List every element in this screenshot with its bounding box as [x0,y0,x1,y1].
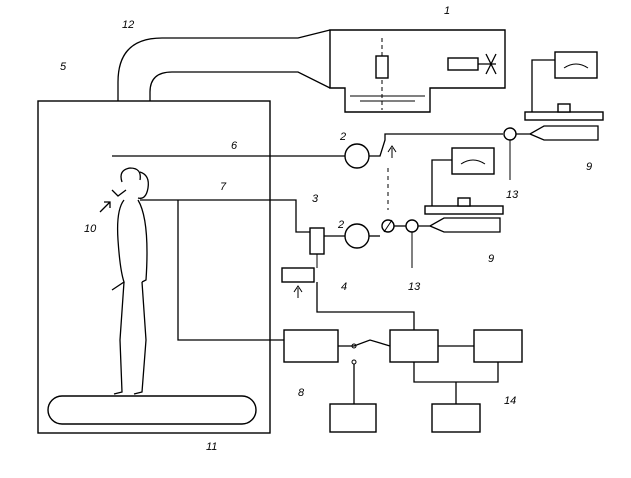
heater-element [375,55,389,79]
label-10: 10 [84,223,97,235]
treadmill [47,395,257,425]
climate-unit [329,29,506,113]
label-2-upper: 2 [339,131,346,143]
label-9-upper: 9 [586,161,592,173]
pump-upper [344,143,370,169]
gauge-line-lower [431,159,452,206]
label-3: 3 [312,193,319,205]
flow-sensor-upper [503,127,517,141]
block-8 [283,329,339,363]
air-duct-outer [117,29,331,101]
switch-contact-1 [351,343,357,349]
bus-line-14 [413,362,499,383]
block-lower-left [329,403,377,433]
block-lower-right [431,403,481,433]
analyzer-knob-upper [557,103,571,113]
label-2-lower: 2 [337,219,344,231]
flow-sensor-lower [405,219,419,233]
helmet [137,171,149,199]
label-13-lower: 13 [408,281,421,293]
head [120,167,141,183]
line-4-to-box [316,282,415,332]
gauge-lower [451,147,495,175]
upper-gas-line [369,133,503,157]
valve-3 [309,227,325,255]
gauge-arc-lower [460,159,486,165]
switch-contact-2 [351,359,357,365]
torso-back [137,199,148,283]
pump-lower [344,223,370,249]
label-7: 7 [220,181,227,193]
gauge-upper [554,51,598,79]
block-right [473,329,523,363]
torso-arm [111,199,125,291]
label-8: 8 [298,387,305,399]
label-1: 1 [444,5,450,17]
gauge-arc-upper [563,63,589,69]
leg-front [113,281,125,395]
signal-line-8 [177,200,284,341]
analyzer-body-lower [418,217,501,233]
arrow-up-icon-lower [293,285,303,298]
label-6: 6 [231,140,238,152]
analyzer-body-upper [516,125,599,141]
label-5: 5 [60,61,67,73]
fan-motor [447,57,479,71]
air-duct-inner [149,71,331,101]
switch-line [338,339,391,347]
analyzer-base-lower [424,205,504,215]
label-12: 12 [122,19,134,31]
subject-figure [111,167,149,395]
analyzer-knob-lower [457,197,471,207]
label-9-lower: 9 [488,253,494,265]
arrow-icon-10 [99,201,111,213]
unit-4 [281,267,315,283]
mask [111,189,127,197]
label-11: 11 [206,441,217,453]
leg-back [133,281,147,395]
fan-icon [478,53,497,75]
label-14: 14 [504,395,516,407]
label-4: 4 [341,281,347,293]
analyzer-base-upper [524,111,604,121]
gauge-line-upper [531,59,555,112]
arrow-up-icon [387,145,397,158]
line-7 [140,199,310,233]
switch-valve-mark [383,219,393,233]
block-main [389,329,439,363]
label-13-upper: 13 [506,189,519,201]
